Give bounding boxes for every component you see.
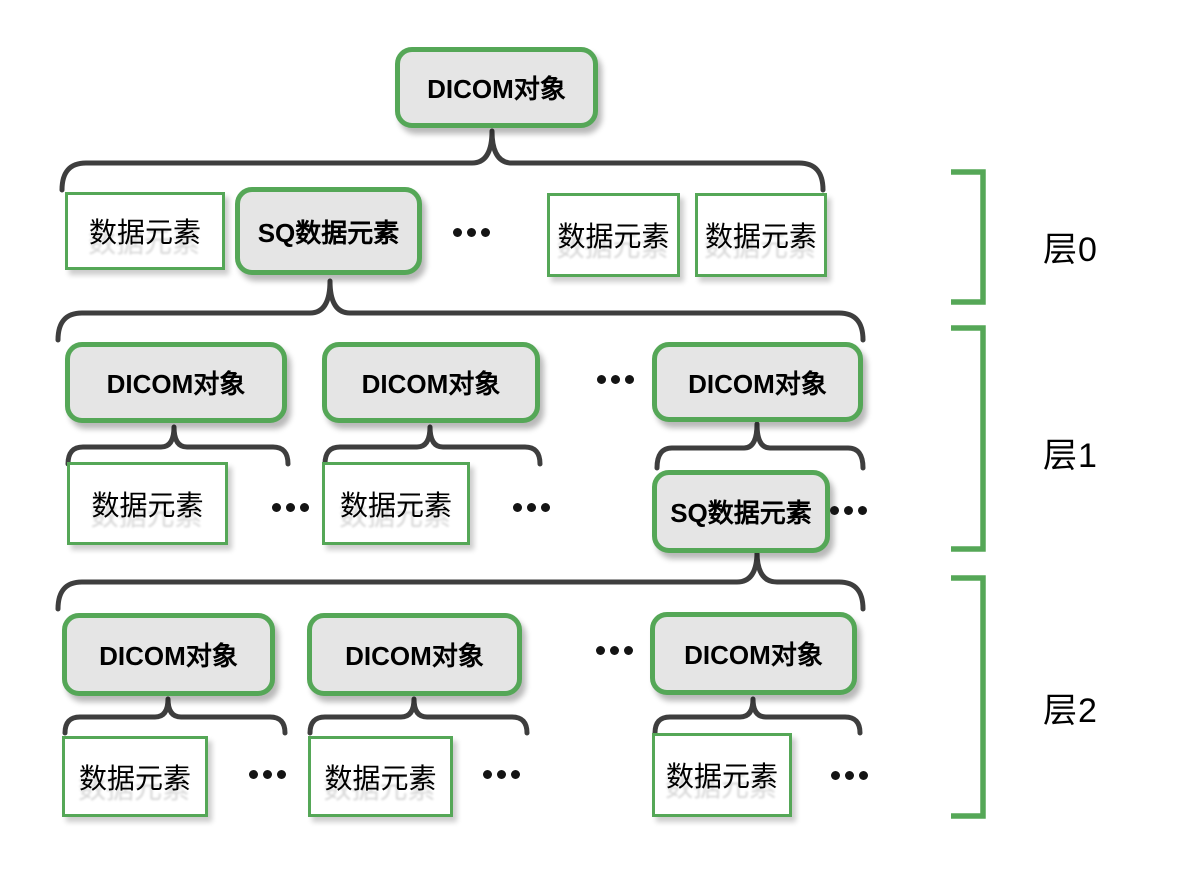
dicom-object-node: DICOM对象 <box>65 342 287 423</box>
ellipsis-icon <box>597 375 634 384</box>
ellipsis-icon <box>249 770 286 779</box>
ellipsis-icon <box>830 506 867 515</box>
brace-connector <box>55 549 866 612</box>
dot <box>263 770 272 779</box>
dicom-object-node: DICOM对象 <box>650 612 857 695</box>
ellipsis-icon <box>513 503 550 512</box>
dot <box>467 228 476 237</box>
data-element-node: 数据元素 <box>547 193 680 277</box>
brace-connector <box>65 424 291 467</box>
ellipsis-icon <box>831 771 868 780</box>
dot <box>527 503 536 512</box>
ellipsis-icon <box>453 228 490 237</box>
dicom-object-node: DICOM对象 <box>322 342 540 423</box>
brace-connector <box>62 696 288 736</box>
brace-connector <box>59 128 826 193</box>
brace-connector <box>55 278 866 343</box>
dicom-object-node: DICOM对象 <box>395 47 598 128</box>
data-element-node: 数据元素 <box>695 193 827 277</box>
dot <box>249 770 258 779</box>
ellipsis-icon <box>596 646 633 655</box>
layer-label: 层1 <box>1043 437 1098 475</box>
dot <box>859 771 868 780</box>
ellipsis-icon <box>272 503 309 512</box>
dot <box>596 646 605 655</box>
dot <box>513 503 522 512</box>
dot <box>483 770 492 779</box>
dot <box>497 770 506 779</box>
dot <box>610 646 619 655</box>
dot <box>511 770 520 779</box>
dot <box>541 503 550 512</box>
dot <box>453 228 462 237</box>
dicom-object-node: DICOM对象 <box>62 613 275 696</box>
data-element-node: 数据元素 <box>652 733 792 817</box>
dot <box>858 506 867 515</box>
layer-bracket <box>951 169 986 305</box>
layer-bracket <box>951 325 986 552</box>
sq-data-element-node: SQ数据元素 <box>652 470 830 553</box>
layer-label: 层2 <box>1043 692 1098 730</box>
dicom-object-node: DICOM对象 <box>652 342 863 422</box>
dot <box>624 646 633 655</box>
layer-label: 层0 <box>1043 231 1098 269</box>
dot <box>611 375 620 384</box>
data-element-node: 数据元素 <box>308 736 453 817</box>
data-element-node: 数据元素 <box>65 192 225 270</box>
dot <box>277 770 286 779</box>
dot <box>286 503 295 512</box>
dot <box>844 506 853 515</box>
brace-connector <box>654 421 866 471</box>
brace-connector <box>307 696 530 736</box>
data-element-node: 数据元素 <box>322 462 470 545</box>
brace-connector <box>322 424 543 467</box>
data-element-node: 数据元素 <box>67 462 228 545</box>
dot <box>845 771 854 780</box>
sq-data-element-node: SQ数据元素 <box>235 187 422 275</box>
dot <box>831 771 840 780</box>
dot <box>272 503 281 512</box>
dicom-object-node: DICOM对象 <box>307 613 522 696</box>
dot <box>481 228 490 237</box>
layer-bracket <box>951 575 986 819</box>
data-element-node: 数据元素 <box>62 736 208 817</box>
ellipsis-icon <box>483 770 520 779</box>
dot <box>300 503 309 512</box>
brace-connector <box>652 696 863 736</box>
dot <box>830 506 839 515</box>
dot <box>597 375 606 384</box>
dot <box>625 375 634 384</box>
